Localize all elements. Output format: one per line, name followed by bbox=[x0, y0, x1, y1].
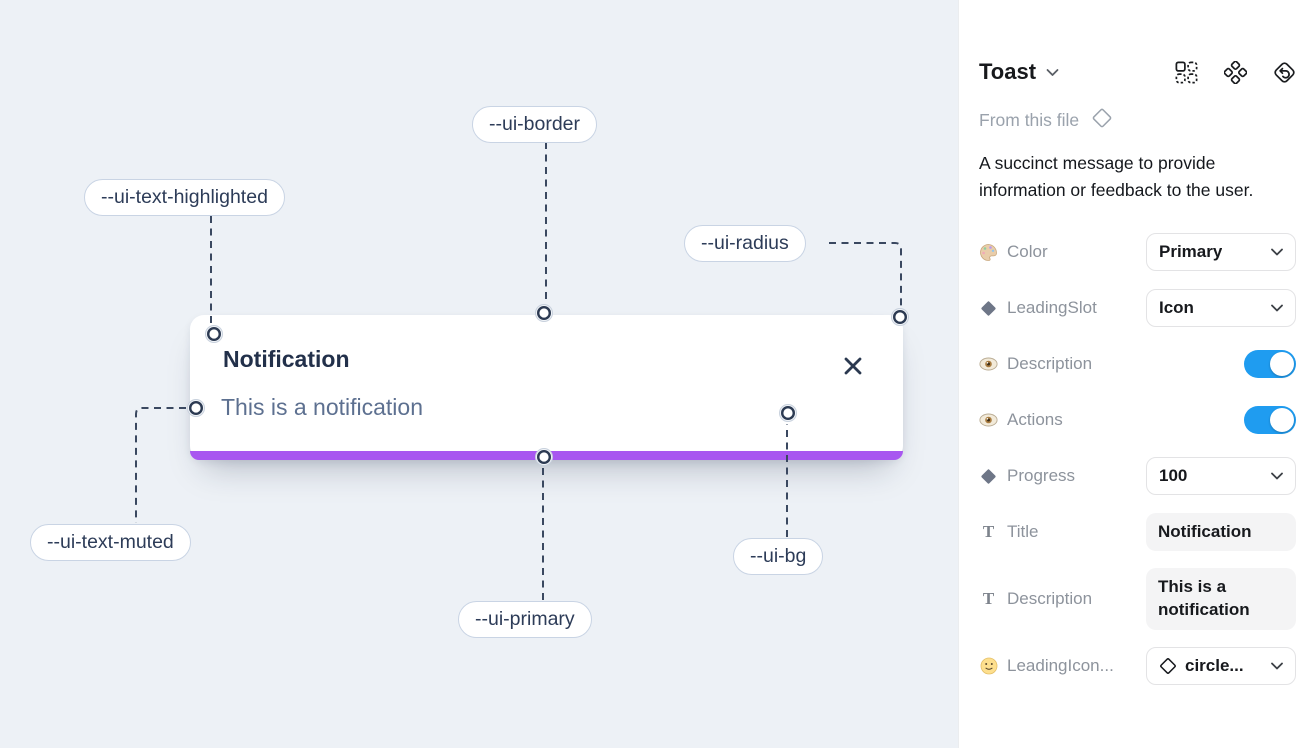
toast-title: Notification bbox=[223, 346, 350, 372]
palette-icon bbox=[979, 243, 998, 262]
prop-row-description-text: T Description This is a notification bbox=[979, 560, 1296, 638]
prop-row-leadingslot: LeadingSlot Icon bbox=[979, 280, 1296, 336]
properties-panel: Toast bbox=[958, 0, 1312, 748]
toggle-knob bbox=[1270, 352, 1294, 377]
panel-header: Toast bbox=[979, 52, 1296, 92]
text-icon: T bbox=[982, 522, 995, 542]
prop-label: LeadingIcon... bbox=[979, 656, 1114, 676]
prop-label-text: Description bbox=[1007, 589, 1093, 609]
prop-row-description-toggle: Description bbox=[979, 336, 1296, 392]
prop-label: Progress bbox=[979, 466, 1075, 486]
prop-label: Description bbox=[979, 354, 1092, 374]
leadingslot-dropdown[interactable]: Icon bbox=[1146, 289, 1296, 328]
token-label-ui-border[interactable]: --ui-border bbox=[472, 106, 598, 143]
prop-label-text: Title bbox=[1007, 522, 1039, 542]
prop-label: Actions bbox=[979, 410, 1063, 430]
prop-label: T Description bbox=[979, 589, 1092, 609]
description-toggle[interactable] bbox=[1244, 350, 1296, 379]
diamond-outline-icon bbox=[1091, 107, 1113, 134]
close-icon[interactable] bbox=[842, 355, 864, 377]
token-label-ui-radius[interactable]: --ui-radius bbox=[684, 225, 806, 262]
prop-row-title: T Title Notification bbox=[979, 504, 1296, 560]
swap-instance-icon[interactable] bbox=[1273, 61, 1296, 84]
source-row: From this file bbox=[979, 106, 1296, 134]
eye-icon bbox=[979, 413, 998, 427]
prop-label-text: LeadingIcon... bbox=[1007, 656, 1114, 676]
leadingicon-dropdown[interactable]: circle... bbox=[1146, 647, 1296, 686]
prop-row-leadingicon: LeadingIcon... circle... bbox=[979, 638, 1296, 694]
progress-dropdown[interactable]: 100 bbox=[1146, 457, 1296, 496]
prop-label: T Title bbox=[979, 522, 1039, 542]
prop-label: Color bbox=[979, 242, 1048, 262]
prop-label-text: Color bbox=[1007, 242, 1048, 262]
prop-label-text: Progress bbox=[1007, 466, 1076, 486]
dropdown-value: circle... bbox=[1185, 656, 1244, 676]
design-canvas: Notification This is a notification --ui… bbox=[0, 0, 958, 748]
title-input[interactable]: Notification bbox=[1146, 513, 1296, 552]
component-description: A succinct message to provide informatio… bbox=[979, 153, 1254, 200]
variants-icon[interactable] bbox=[1224, 60, 1247, 84]
smiley-icon bbox=[979, 657, 998, 675]
toast-component[interactable]: Notification This is a notification bbox=[190, 315, 903, 460]
chevron-down-icon bbox=[1271, 248, 1283, 256]
property-rows: Color Primary LeadingSlot Icon bbox=[979, 224, 1296, 694]
chevron-down-icon[interactable] bbox=[1046, 68, 1059, 77]
toast-description: This is a notification bbox=[221, 394, 423, 420]
chevron-down-icon bbox=[1271, 472, 1283, 480]
token-label-ui-bg[interactable]: --ui-bg bbox=[733, 538, 824, 575]
component-name[interactable]: Toast bbox=[979, 59, 1037, 84]
diamond-outline-icon bbox=[1159, 657, 1177, 675]
prop-row-actions-toggle: Actions bbox=[979, 392, 1296, 448]
eye-icon bbox=[979, 357, 998, 371]
connector-ui-radius bbox=[829, 242, 902, 307]
dropdown-value: Primary bbox=[1159, 242, 1223, 262]
actions-toggle[interactable] bbox=[1244, 406, 1296, 435]
token-label-ui-primary[interactable]: --ui-primary bbox=[458, 601, 592, 638]
prop-row-color: Color Primary bbox=[979, 224, 1296, 280]
description-input[interactable]: This is a notification bbox=[1146, 568, 1296, 631]
chevron-down-icon bbox=[1271, 662, 1283, 670]
prop-label-text: LeadingSlot bbox=[1007, 298, 1097, 318]
connector-ui-text-muted bbox=[135, 407, 186, 523]
color-dropdown[interactable]: Primary bbox=[1146, 233, 1296, 272]
component-grid-icon[interactable] bbox=[1175, 61, 1198, 84]
prop-label-text: Description bbox=[1007, 354, 1093, 374]
prop-label: LeadingSlot bbox=[979, 298, 1097, 318]
dropdown-value: Icon bbox=[1159, 298, 1194, 318]
chevron-down-icon bbox=[1271, 304, 1283, 312]
token-label-ui-text-highlighted[interactable]: --ui-text-highlighted bbox=[84, 179, 285, 216]
source-label: From this file bbox=[979, 109, 1080, 130]
token-label-ui-text-muted[interactable]: --ui-text-muted bbox=[30, 524, 191, 561]
prop-label-text: Actions bbox=[1007, 410, 1063, 430]
text-icon: T bbox=[982, 589, 995, 609]
toast-progress-bar bbox=[190, 451, 903, 460]
toggle-knob bbox=[1270, 408, 1294, 433]
prop-row-progress: Progress 100 bbox=[979, 448, 1296, 504]
diamond-icon bbox=[979, 300, 998, 317]
diamond-icon bbox=[979, 468, 998, 485]
dropdown-value: 100 bbox=[1159, 466, 1188, 486]
